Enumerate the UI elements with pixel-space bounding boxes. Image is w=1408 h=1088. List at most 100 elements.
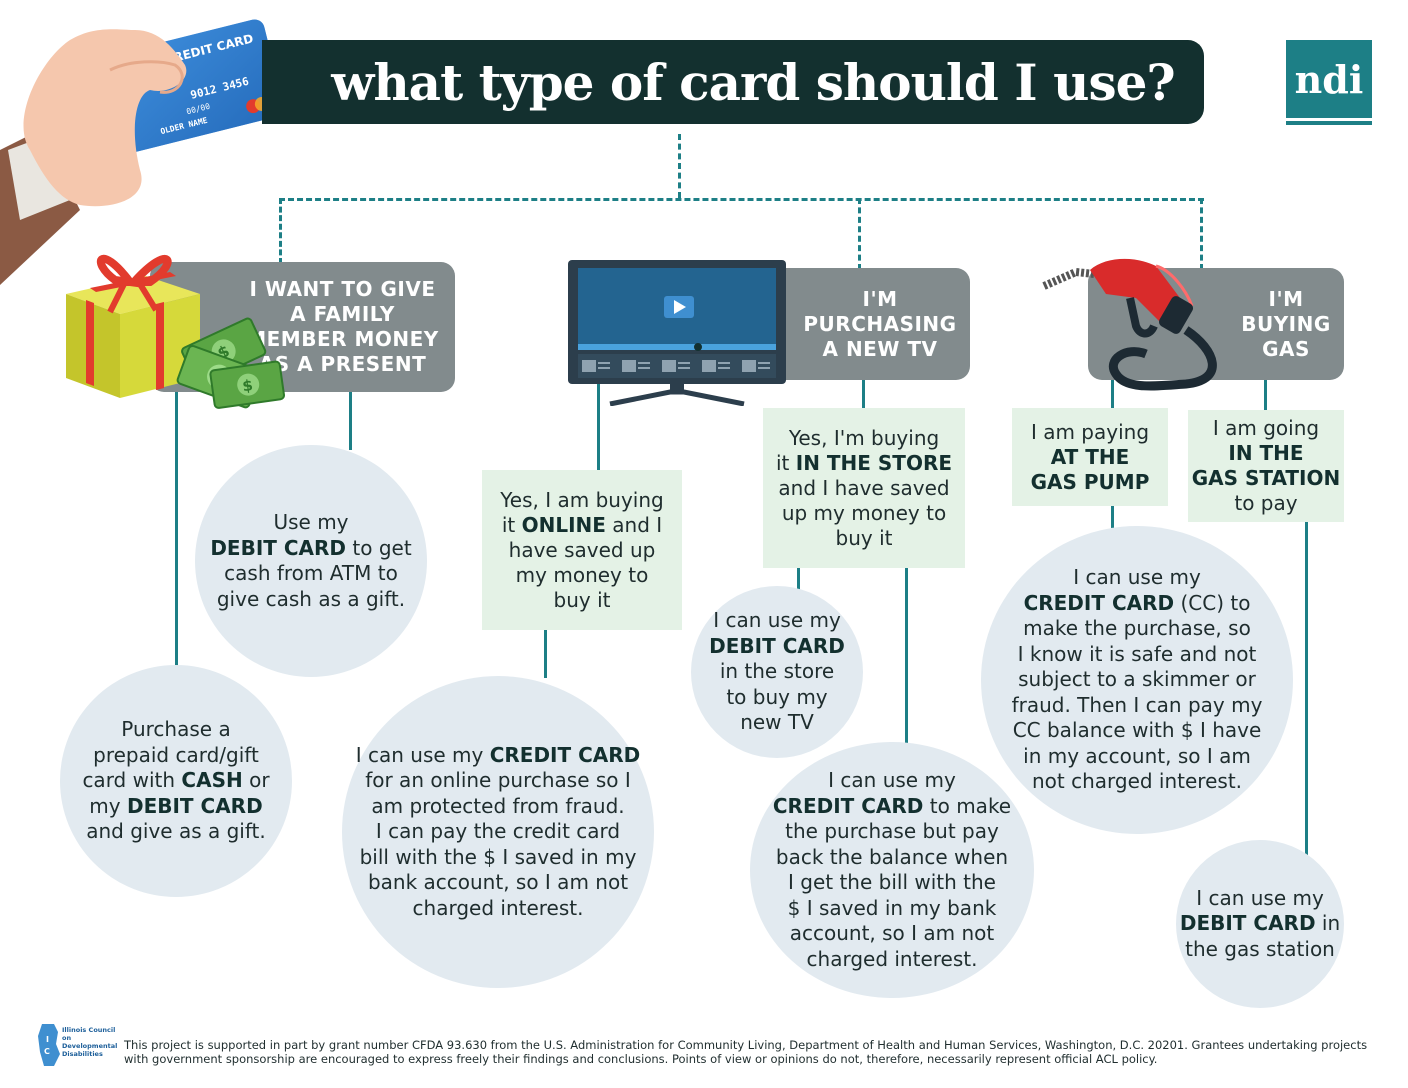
text-line: subject to a skimmer or bbox=[1018, 667, 1256, 692]
text-line: Use my bbox=[273, 510, 349, 534]
hand-credit-card-icon: CREDIT CARD 9012 3456 00/00 OLDER NAME bbox=[0, 19, 284, 285]
text-line: I am paying bbox=[1030, 419, 1150, 444]
text-line: buy it bbox=[835, 525, 893, 550]
svg-text:$: $ bbox=[241, 376, 254, 395]
connector-line bbox=[1111, 506, 1114, 528]
money-bills-icon: $ $ $ bbox=[176, 317, 286, 409]
page-title: what type of card should I use? bbox=[331, 52, 1175, 112]
dashed-connector bbox=[1200, 198, 1203, 270]
category-gas-label: I'M BUYING GAS bbox=[1241, 286, 1331, 361]
text-line: give cash as a gift. bbox=[216, 586, 406, 611]
connector-line bbox=[544, 628, 547, 678]
dashed-connector bbox=[279, 198, 282, 264]
text-line: make the purchase, so bbox=[1023, 616, 1251, 641]
tv-icon bbox=[568, 260, 786, 406]
text-line: card with CASH or bbox=[82, 768, 270, 793]
text-line: it ONLINE and I bbox=[501, 512, 663, 537]
category-tv-label: I'M PURCHASING A NEW TV bbox=[803, 286, 957, 361]
text-line: I get the bill with the bbox=[788, 870, 996, 894]
gift-box-icon bbox=[66, 254, 200, 398]
connector-line bbox=[175, 390, 178, 670]
text-line: fraud. Then I can pay my bbox=[1011, 692, 1263, 717]
text-line: the purchase but pay bbox=[785, 819, 999, 843]
dashed-connector bbox=[858, 198, 861, 270]
dashed-connector bbox=[279, 198, 1204, 201]
text-line: I can use my bbox=[828, 768, 956, 792]
text-line: and I have saved bbox=[778, 475, 950, 500]
icdd-logo-icon: I C bbox=[38, 1024, 60, 1066]
text-line: CREDIT CARD to make bbox=[772, 793, 1012, 818]
text-line: my money to bbox=[515, 562, 649, 587]
text-line: I can use my bbox=[1073, 565, 1201, 590]
dashed-connector bbox=[678, 134, 681, 198]
text-line: I can pay the credit card bbox=[375, 819, 621, 844]
ndi-logo-text: ndi bbox=[1294, 56, 1364, 102]
text-line: back the balance when bbox=[775, 844, 1009, 869]
text-line: and give as a gift. bbox=[86, 819, 266, 844]
gas-pump-icon bbox=[1042, 258, 1217, 391]
text-line: GAS STATION bbox=[1191, 466, 1341, 490]
text-line: bank account, so I am not bbox=[367, 870, 629, 895]
text-line: to buy my bbox=[726, 684, 828, 709]
text-line: DEBIT CARD bbox=[709, 633, 845, 658]
text-line: I can use my bbox=[713, 608, 841, 633]
connector-line bbox=[797, 566, 800, 590]
text-line: $ I saved in my bank bbox=[787, 895, 997, 920]
footer-org-name: Illinois Council on Developmental Disabi… bbox=[62, 1026, 118, 1058]
text-line: charged interest. bbox=[412, 895, 584, 920]
text-line: for an online purchase so I bbox=[365, 768, 631, 793]
connector-line bbox=[1264, 380, 1267, 410]
text-line: up my money to bbox=[781, 500, 947, 525]
text-line: bill with the $ I saved in my bbox=[359, 844, 637, 869]
connector-line bbox=[597, 384, 600, 472]
text-line: Yes, I'm buying bbox=[788, 425, 940, 450]
connector-line bbox=[349, 390, 352, 450]
text-line: I can use my CREDIT CARD bbox=[355, 742, 641, 767]
text-line: account, so I am not bbox=[789, 921, 995, 945]
connector-line bbox=[1305, 520, 1308, 856]
text-line: new TV bbox=[740, 710, 814, 735]
footer-disclaimer: This project is supported in part by gra… bbox=[124, 1038, 1368, 1066]
title-bar: what type of card should I use? bbox=[262, 40, 1204, 124]
text-line: I am going bbox=[1212, 416, 1320, 440]
text-line: Yes, I am buying bbox=[500, 487, 664, 512]
text-line: in my account, so I am bbox=[1023, 743, 1251, 768]
text-line: it IN THE STORE bbox=[775, 450, 953, 475]
text-line: am protected from fraud. bbox=[371, 793, 625, 818]
ndi-logo: ndi bbox=[1286, 40, 1372, 118]
text-line: CC balance with $ I have bbox=[1012, 718, 1262, 743]
text-line: to pay bbox=[1234, 491, 1298, 515]
text-line: I can use my bbox=[1196, 885, 1324, 910]
text-line: in the store bbox=[719, 659, 835, 684]
text-line: DEBIT CARD to get bbox=[210, 535, 412, 560]
text-line: IN THE bbox=[1228, 441, 1304, 465]
connector-line bbox=[862, 380, 865, 410]
category-gift-label: I WANT TO GIVE A FAMILY MEMBER MONEY AS … bbox=[246, 277, 439, 376]
ndi-logo-underline bbox=[1286, 121, 1372, 125]
text-line: the gas station bbox=[1185, 936, 1335, 961]
text-line: cash from ATM to bbox=[224, 561, 398, 585]
text-line: CREDIT CARD (CC) to bbox=[1023, 590, 1251, 615]
text-line: AT THE bbox=[1050, 444, 1130, 469]
text-line: my DEBIT CARD bbox=[89, 793, 263, 818]
